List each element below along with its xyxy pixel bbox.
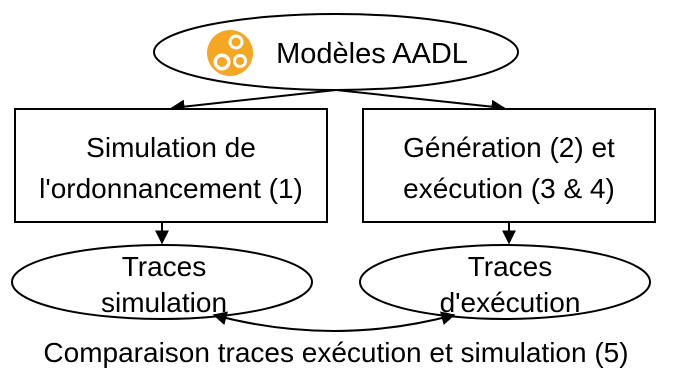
edge-models-to-simulation — [170, 89, 337, 114]
generation-box — [362, 108, 656, 223]
generation-node: Génération (2) et exécution (3 & 4) — [362, 108, 656, 223]
generation-label-line1: Génération (2) et — [403, 132, 615, 163]
traces-execution-node: Traces d'exécution — [359, 244, 651, 320]
edge-comparison — [212, 311, 456, 332]
simulation-node: Simulation de l'ordonnancement (1) — [14, 108, 328, 223]
comparison-label: Comparaison traces exécution et simulati… — [43, 337, 628, 368]
traces-simulation-label-line2: simulation — [101, 287, 227, 318]
aadl-logo-icon — [207, 30, 253, 76]
simulation-label-line1: Simulation de — [86, 132, 256, 163]
edge-models-to-generation — [335, 89, 506, 114]
traces-simulation-node: Traces simulation — [11, 244, 313, 320]
traces-execution-label-line2: d'exécution — [440, 287, 581, 318]
models-label: Modèles AADL — [276, 38, 468, 70]
traces-execution-label-line1: Traces — [468, 251, 553, 282]
traces-simulation-ellipse — [11, 244, 313, 320]
traces-simulation-label-line1: Traces — [122, 251, 207, 282]
models-node: Modèles AADL — [153, 13, 519, 91]
simulation-label-line2: l'ordonnancement (1) — [39, 173, 303, 204]
traces-execution-ellipse — [359, 244, 651, 320]
simulation-box — [14, 108, 328, 223]
generation-label-line2: exécution (3 & 4) — [403, 173, 615, 204]
